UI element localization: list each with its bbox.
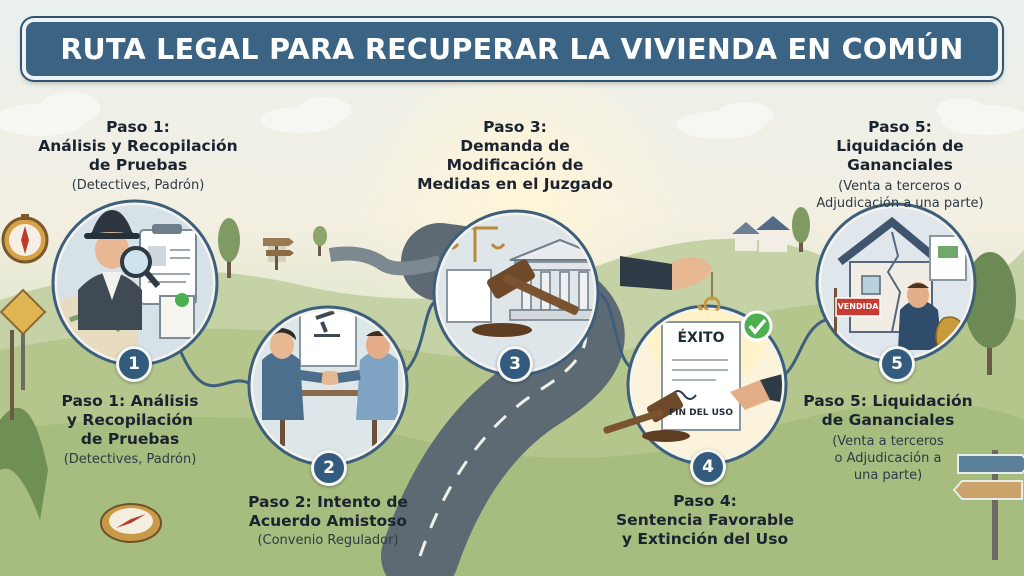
- step-4-heading-line: y Extinción del Uso: [621, 530, 789, 548]
- clouds: [0, 92, 1024, 139]
- sold-sign: [834, 288, 881, 334]
- gavel-icon: [603, 391, 690, 442]
- step-4-heading-line: Paso 4:: [673, 492, 737, 510]
- step-1-top-sub: (Detectives, Padrón): [71, 178, 205, 193]
- step-5-top-caption: Paso 5: Liquidación de Gananciales (Vent…: [790, 118, 1010, 212]
- step-3-heading-line: Paso 3:: [483, 118, 547, 136]
- signpost-right: [952, 450, 1024, 560]
- step-2-heading-line: Paso 2: Intento de: [248, 493, 408, 511]
- agreement-illustration: [253, 311, 403, 461]
- near-hills: [0, 402, 1024, 576]
- step-1-top-heading-line: Análisis y Recopilación: [38, 137, 238, 155]
- step-3-heading-line: Demanda de: [460, 137, 570, 155]
- signpost-small: [263, 238, 294, 270]
- step-1-bottom-caption: Paso 1: Análisis y Recopilación de Prueb…: [30, 392, 230, 468]
- step-1-bottom-heading-line: y Recopilación: [66, 411, 194, 429]
- step-2-heading-line: Acuerdo Amistoso: [248, 512, 408, 530]
- step-5-bottom-heading-line: Paso 5: Liquidación: [803, 392, 973, 410]
- step-4-number-badge: 4: [690, 449, 726, 485]
- step-5-top-sub-line: (Venta a terceros o: [838, 179, 962, 194]
- step-3-number-badge: 3: [497, 346, 533, 382]
- step-1-bottom-heading-line: Paso 1: Análisis: [61, 392, 199, 410]
- step-5-bottom-sub-line: una parte): [853, 468, 923, 483]
- step-5-top-heading-line: Liquidación de: [836, 137, 964, 155]
- distant-village: [268, 216, 790, 262]
- step-3-caption: Paso 3: Demanda de Modificación de Medid…: [405, 118, 625, 194]
- step-5-top-heading-line: Gananciales: [847, 156, 953, 174]
- trees: [0, 207, 1016, 520]
- page-title: RUTA LEGAL PARA RECUPERAR LA VIVIENDA EN…: [60, 32, 964, 66]
- step-5-bottom-sub-line: (Venta a terceros: [832, 434, 944, 449]
- success-document-illustration: [632, 310, 782, 460]
- check-badge-icon: [741, 310, 773, 342]
- step-3-heading-line: Modificación de: [446, 156, 584, 174]
- step-5-top-sub-line: Adjudicación a una parte): [816, 196, 984, 211]
- success-doc-title: ÉXITO: [677, 330, 725, 346]
- detective-illustration: [57, 205, 213, 361]
- step-1-bottom-heading-line: de Pruebas: [80, 430, 180, 448]
- step-1-top-heading-line: de Pruebas: [88, 156, 188, 174]
- step-1-top-caption: Paso 1: Análisis y Recopilación de Prueb…: [18, 118, 258, 194]
- step-1-top-heading-line: Paso 1:: [106, 118, 170, 136]
- warning-sign: [0, 288, 47, 390]
- step-1-bottom-sub: (Detectives, Padrón): [63, 452, 197, 467]
- success-doc-footer: FIN DEL USO: [668, 408, 734, 418]
- step-5-bottom-heading-line: de Gananciales: [821, 411, 955, 429]
- step-2-caption: Paso 2: Intento de Acuerdo Amistoso (Con…: [228, 493, 428, 549]
- step-5-number-badge: 5: [879, 346, 915, 382]
- step-5-top-heading-line: Paso 5:: [868, 118, 932, 136]
- step-3-heading-line: Medidas en el Juzgado: [417, 175, 613, 193]
- step-1-number-badge: 1: [116, 346, 152, 382]
- compass-icon-left: [1, 214, 49, 264]
- step-5-bottom-caption: Paso 5: Liquidación de Gananciales (Vent…: [788, 392, 988, 484]
- title-banner: RUTA LEGAL PARA RECUPERAR LA VIVIENDA EN…: [22, 18, 1002, 80]
- road-center-line: [418, 260, 588, 557]
- step-5-bottom-sub-line: o Adjudicación a: [834, 451, 942, 466]
- compass-icon-bottom: [100, 503, 162, 543]
- step-4-heading-line: Sentencia Favorable: [616, 511, 794, 529]
- step-connector: [178, 288, 826, 392]
- step-4-caption: Paso 4: Sentencia Favorable y Extinción …: [600, 492, 810, 549]
- step-2-sub: (Convenio Regulador): [257, 533, 399, 548]
- sold-sign-label: VENDIDA: [837, 302, 879, 311]
- step-2-number-badge: 2: [311, 450, 347, 486]
- far-road: [328, 246, 442, 276]
